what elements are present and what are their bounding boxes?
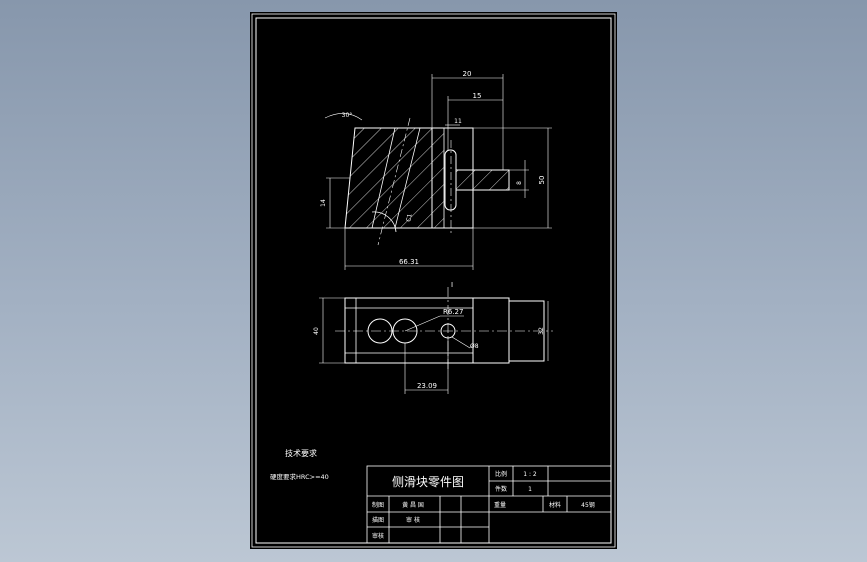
check-value: 审 核 — [406, 516, 420, 524]
dim-bottom-top: 23.09 — [417, 382, 437, 390]
section-mark: I — [451, 281, 453, 289]
review-label: 审核 — [372, 532, 384, 540]
dim-left: 14 — [320, 199, 327, 207]
dim-top: 20 — [463, 70, 472, 78]
dim-bottom: 66.31 — [399, 258, 419, 266]
dim-left-top: 40 — [313, 327, 320, 335]
dim-right-small: 8 — [516, 181, 523, 185]
front-view: 20 15 11 30° 14 8 50 66.31 C1 — [320, 70, 552, 270]
dim-right-top: 32 — [538, 327, 545, 335]
qty-value: 1 — [528, 486, 532, 493]
notes-line: 硬度要求HRC>=40 — [270, 472, 329, 481]
part-name: 侧滑块零件图 — [392, 475, 464, 489]
weight-label: 重量 — [494, 501, 506, 509]
qty-label: 件数 — [495, 485, 507, 493]
dim-angle: 30° — [342, 112, 353, 119]
top-view: I 40 32 R6.27 Ø8 23.09 — [313, 281, 553, 394]
flange — [455, 169, 510, 191]
dim-r: R6.27 — [443, 308, 463, 316]
top-flange — [508, 300, 545, 362]
notes-title: 技术要求 — [285, 448, 317, 458]
material-value: 45钢 — [581, 501, 595, 509]
dim-radius: C1 — [405, 213, 413, 222]
engineering-drawing: 20 15 11 30° 14 8 50 66.31 C1 — [251, 13, 616, 548]
scale-label: 比例 — [495, 470, 507, 478]
leader — [404, 315, 441, 332]
dim-right-large: 50 — [538, 176, 546, 185]
drawn-label: 制图 — [372, 501, 384, 509]
inner-border — [255, 17, 612, 544]
guide-hole-edge — [394, 127, 421, 229]
title-block — [366, 465, 612, 544]
guide-hole-edge — [371, 127, 396, 229]
pin-slot — [444, 149, 457, 211]
centerline — [377, 117, 411, 246]
top-tail — [472, 297, 510, 364]
dim-mid: 15 — [473, 92, 482, 100]
leader — [451, 336, 471, 349]
dim-d: Ø8 — [470, 343, 479, 350]
hatched-section — [344, 127, 433, 229]
hatched-strip — [431, 127, 445, 229]
outer-border — [251, 13, 616, 548]
check-label: 描图 — [372, 516, 384, 524]
radius-arc — [371, 211, 397, 233]
material-label: 材料 — [549, 501, 561, 509]
angle-dim-arc — [324, 113, 363, 121]
dim-small: 11 — [454, 118, 462, 125]
drawing-sheet: 20 15 11 30° 14 8 50 66.31 C1 — [250, 12, 617, 549]
scale-value: 1 : 2 — [523, 471, 537, 478]
drawn-value: 黄 昌 国 — [402, 501, 424, 509]
